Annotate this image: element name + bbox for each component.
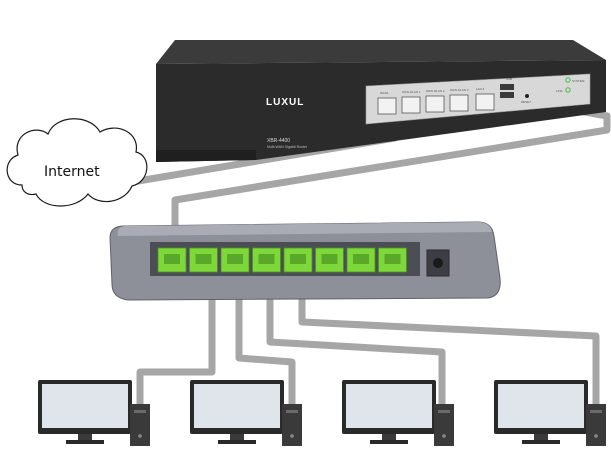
pc-drive-bay xyxy=(438,410,450,413)
pc-drive-bay xyxy=(134,410,146,413)
monitor-screen xyxy=(498,384,584,428)
monitor-base xyxy=(66,440,104,444)
monitor-base xyxy=(370,440,408,444)
workstation-4 xyxy=(494,380,606,446)
pc-power-button xyxy=(138,434,142,438)
switch-ports xyxy=(157,247,407,273)
switch-port-socket-6 xyxy=(321,254,338,264)
router-port-wan2 xyxy=(401,96,421,114)
router-led-system xyxy=(565,77,571,83)
router-port-label-4: WAN 4/LAN 3 xyxy=(450,88,469,92)
monitor-neck xyxy=(78,434,92,440)
router-port-wan4 xyxy=(449,94,469,112)
switch-port-socket-3 xyxy=(227,254,243,264)
pc-drive-bay xyxy=(286,410,298,413)
workstation-1 xyxy=(38,380,150,446)
router-usb-ports xyxy=(500,84,514,98)
pc-power-button xyxy=(442,434,446,438)
switch-port-socket-1 xyxy=(164,254,180,264)
router-brand: LUXUL xyxy=(266,97,304,108)
cable-pc-3 xyxy=(266,262,446,406)
router-port-label-usb: USB xyxy=(506,77,512,81)
workstations xyxy=(38,380,606,446)
router-ethernet-ports xyxy=(377,93,495,115)
switch-port-socket-8 xyxy=(384,254,401,264)
router-subtitle: Multi-WAN Gigabit Router xyxy=(267,145,308,149)
workstation-2 xyxy=(190,380,302,446)
router-reset-button xyxy=(525,94,529,98)
monitor-screen xyxy=(194,384,280,428)
switch-port-socket-4 xyxy=(258,254,275,264)
router-port-wan3 xyxy=(425,95,445,113)
switch-port-socket-5 xyxy=(290,254,306,264)
pc-tower xyxy=(586,404,606,446)
pc-drive-bay xyxy=(590,410,602,413)
pc-power-button xyxy=(290,434,294,438)
router-led-label-link: LINK xyxy=(556,89,563,93)
router-port-label-5: LAN 4 xyxy=(476,87,485,91)
router-port-label-1: WAN1 xyxy=(380,91,389,95)
switch-port-socket-2 xyxy=(195,254,212,264)
pc-tower xyxy=(282,404,302,446)
router-usb-port-2 xyxy=(500,92,514,98)
workstation-3 xyxy=(342,380,454,446)
internet-cloud: Internet xyxy=(6,118,148,207)
switch-top-highlight xyxy=(117,222,492,236)
network-switch xyxy=(109,221,501,301)
cable-pc-2 xyxy=(235,262,296,406)
router-port-label-2: WAN 2/LAN 1 xyxy=(402,90,421,94)
monitor-neck xyxy=(382,434,396,440)
internet-label: Internet xyxy=(44,164,100,180)
switch-port-socket-7 xyxy=(353,254,369,264)
router-front-shade xyxy=(156,150,256,162)
router: LUXUL XBR-4400 Multi-WAN Gigabit Router … xyxy=(156,40,606,162)
monitor-screen xyxy=(42,384,128,428)
router-top xyxy=(156,40,606,64)
router-port-wan1 xyxy=(377,97,397,115)
cloud-icon xyxy=(6,118,148,207)
router-led-link xyxy=(565,87,571,93)
router-port-label-3: WAN 3/LAN 2 xyxy=(426,89,445,93)
router-port-lan4 xyxy=(475,93,495,111)
monitor-neck xyxy=(230,434,244,440)
router-model: XBR-4400 xyxy=(267,138,290,144)
router-led-label-system: SYSTEM xyxy=(572,79,585,83)
switch-power-socket xyxy=(433,258,443,268)
router-port-label-reset: RESET xyxy=(521,100,531,104)
pc-tower xyxy=(130,404,150,446)
switch-port-3 xyxy=(220,247,250,273)
pc-tower xyxy=(434,404,454,446)
monitor-neck xyxy=(534,434,548,440)
monitor-base xyxy=(522,440,560,444)
router-usb-port-1 xyxy=(500,84,514,90)
monitor-base xyxy=(218,440,256,444)
monitor-screen xyxy=(346,384,432,428)
cable-pc-1 xyxy=(136,262,216,406)
pc-power-button xyxy=(594,434,598,438)
